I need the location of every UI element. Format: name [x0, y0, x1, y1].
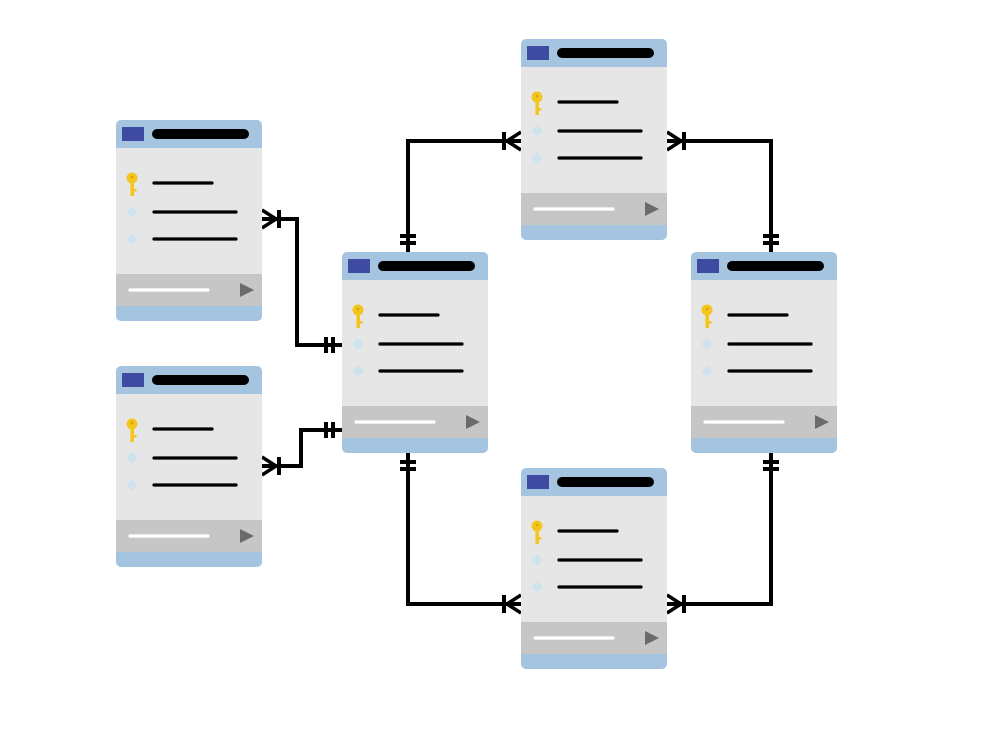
crow-foot-prong — [506, 593, 522, 606]
diamond-icon — [701, 338, 713, 350]
key-icon — [531, 91, 543, 115]
diamond-icon — [352, 365, 364, 377]
crow-foot-prong — [261, 208, 277, 221]
play-triangle-icon — [466, 415, 480, 429]
one-marker — [763, 234, 779, 245]
play-triangle-icon — [815, 415, 829, 429]
key-icon — [531, 520, 543, 544]
key-tooth — [538, 108, 542, 111]
one-marker — [324, 337, 335, 353]
connector-center-top — [406, 139, 521, 252]
key-icon — [701, 304, 713, 328]
diamond-icon — [531, 152, 543, 164]
crow-foot-prong — [506, 602, 522, 615]
diamond-icon — [701, 365, 713, 377]
top-table — [521, 39, 667, 240]
key-icon — [126, 418, 138, 442]
one-marker — [324, 422, 335, 438]
table-title-bar — [727, 261, 824, 271]
key-shaft — [705, 314, 709, 328]
table-title-bar — [557, 48, 654, 58]
table-title-bar — [152, 129, 249, 139]
connector-center-bottom — [406, 453, 521, 606]
diamond-icon — [126, 479, 138, 491]
crow-foot-prong — [666, 130, 682, 143]
crow-foot-prong — [506, 130, 522, 143]
crow-foot-prong — [666, 139, 682, 152]
crow-foot-prong — [666, 602, 682, 615]
key-hole — [535, 94, 539, 98]
crow-foot-prong — [506, 139, 522, 152]
key-tooth — [538, 537, 542, 540]
diamond-icon — [126, 233, 138, 245]
diamond-icon — [531, 125, 543, 137]
diamond-icon — [531, 554, 543, 566]
key-shaft — [535, 530, 539, 544]
table-badge — [122, 127, 144, 141]
crow-foot-marker — [261, 455, 281, 477]
table-badge — [527, 475, 549, 489]
bottom-left-table — [116, 366, 262, 567]
connector-right-bottom — [667, 453, 773, 606]
key-icon — [352, 304, 364, 328]
connector-bottom-left-center — [262, 428, 342, 468]
play-triangle-icon — [645, 631, 659, 645]
crow-foot-prong — [261, 217, 277, 230]
key-shaft — [535, 101, 539, 115]
key-hole — [535, 523, 539, 527]
key-hole — [705, 307, 709, 311]
key-tooth — [359, 321, 363, 324]
play-triangle-icon — [645, 202, 659, 216]
table-badge — [697, 259, 719, 273]
connectors — [261, 130, 779, 615]
one-marker — [763, 460, 779, 471]
key-tooth — [133, 435, 137, 438]
right-table — [691, 252, 837, 453]
crow-foot-marker — [666, 593, 686, 615]
key-shaft — [356, 314, 360, 328]
key-icon — [126, 172, 138, 196]
table-title-bar — [152, 375, 249, 385]
crow-foot-prong — [261, 464, 277, 477]
key-tooth — [708, 321, 712, 324]
crow-foot-marker — [502, 593, 522, 615]
key-hole — [130, 175, 134, 179]
crow-foot-marker — [666, 130, 686, 152]
connector-top-left-center — [262, 217, 342, 347]
key-hole — [130, 421, 134, 425]
key-hole — [356, 307, 360, 311]
top-left-table — [116, 120, 262, 321]
crow-foot-prong — [666, 593, 682, 606]
table-badge — [348, 259, 370, 273]
tables — [116, 39, 837, 669]
key-shaft — [130, 428, 134, 442]
crow-foot-marker — [261, 208, 281, 230]
table-title-bar — [557, 477, 654, 487]
diamond-icon — [126, 206, 138, 218]
crow-foot-marker — [502, 130, 522, 152]
table-badge — [527, 46, 549, 60]
play-triangle-icon — [240, 529, 254, 543]
table-badge — [122, 373, 144, 387]
table-title-bar — [378, 261, 475, 271]
key-tooth — [133, 189, 137, 192]
play-triangle-icon — [240, 283, 254, 297]
one-marker — [400, 234, 416, 245]
diamond-icon — [352, 338, 364, 350]
diamond-icon — [126, 452, 138, 464]
center-table — [342, 252, 488, 453]
diamond-icon — [531, 581, 543, 593]
one-marker — [400, 460, 416, 471]
key-shaft — [130, 182, 134, 196]
bottom-table — [521, 468, 667, 669]
connector-right-top — [667, 139, 773, 252]
crow-foot-prong — [261, 455, 277, 468]
